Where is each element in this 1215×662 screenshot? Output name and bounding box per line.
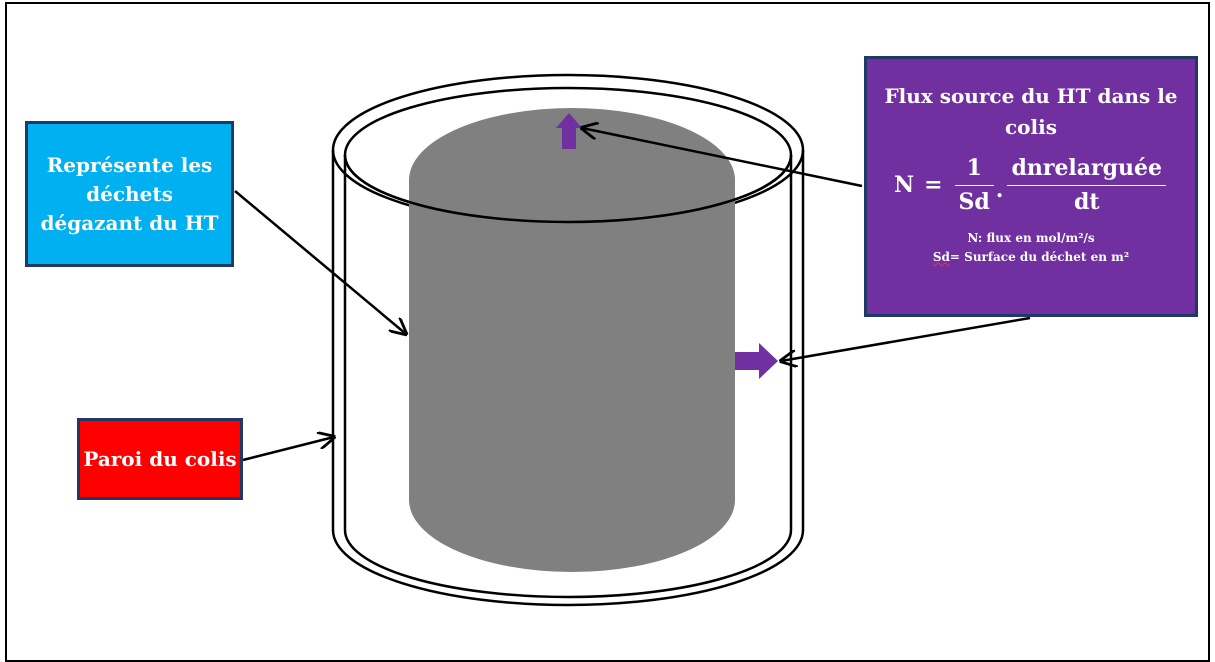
leader-wall (242, 437, 334, 462)
flux-arrow-up (556, 113, 582, 149)
leader-flux-side (781, 316, 1031, 361)
flux-legend: N: flux en mol/m²/s Sd= Surface du déche… (933, 229, 1129, 267)
flux-formula: N = 1 Sd . dnrelarguée dt (894, 155, 1168, 215)
waste-cylinder (409, 108, 735, 572)
wall-label: Paroi du colis (77, 418, 243, 500)
formula-lhs: N (893, 172, 915, 198)
legend-line-1: N: flux en mol/m²/s (967, 231, 1095, 245)
leader-waste (234, 190, 406, 334)
legend-sd-term: Sd (932, 250, 950, 264)
fraction-1-numerator: 1 (966, 155, 982, 181)
formula-fraction-1: 1 Sd (954, 155, 994, 215)
leader-flux-top (582, 128, 863, 188)
fraction-2-denominator: dt (1007, 185, 1167, 215)
wall-label-text: Paroi du colis (83, 446, 237, 471)
fraction-1-denominator: Sd (954, 185, 994, 215)
flux-box: Flux source du HT dans le colis N = 1 Sd… (864, 56, 1198, 317)
legend-sd-definition: = Surface du déchet en m² (949, 250, 1130, 264)
waste-label-text: Représente les déchets dégazant du HT (40, 152, 219, 235)
formula-fraction-2: dnrelarguée dt (1007, 155, 1167, 215)
formula-dot: . (995, 177, 1004, 203)
formula-equals: = (924, 172, 943, 198)
waste-label: Représente les déchets dégazant du HT (25, 121, 234, 267)
container-front-rim (343, 154, 793, 224)
flux-arrow-right (735, 343, 778, 379)
fraction-2-numerator: dnrelarguée (1011, 155, 1163, 181)
flux-title: Flux source du HT dans le colis (884, 84, 1178, 139)
legend-line-2: Sd= Surface du déchet en m² (933, 248, 1129, 267)
